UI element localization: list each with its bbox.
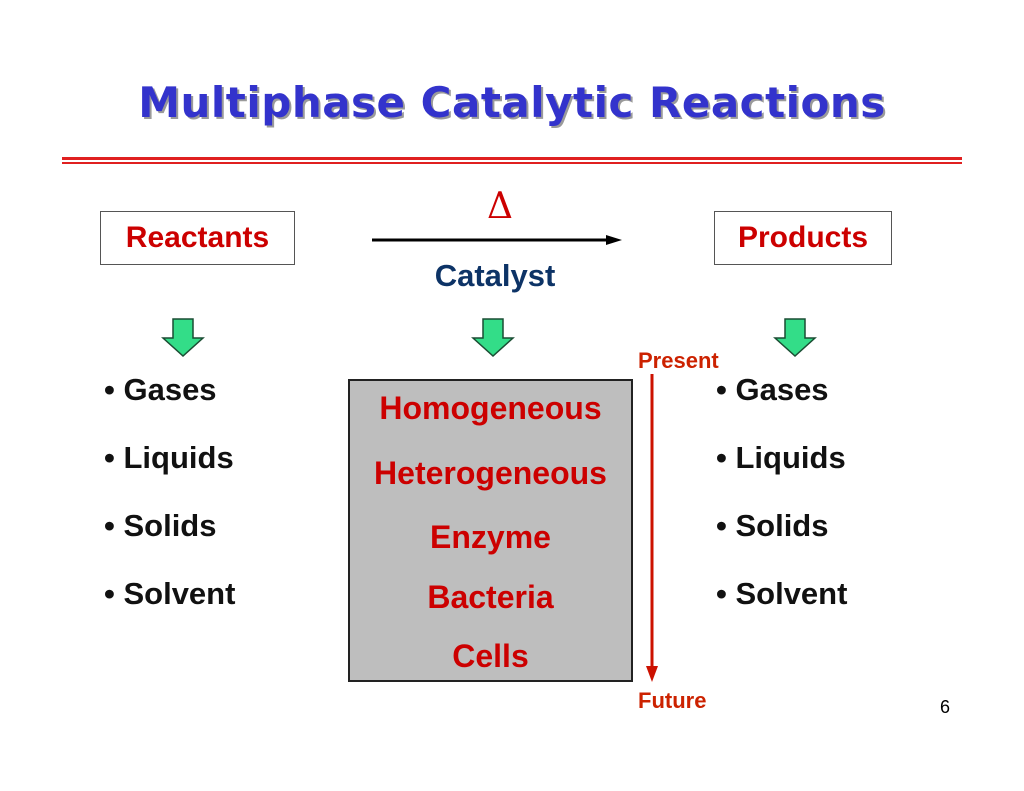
product-phase-list: • Gases • Liquids • Solids • Solvent [716, 373, 847, 645]
page-number: 6 [940, 697, 951, 717]
timeline-arrow-icon [646, 374, 658, 682]
catalyst-type-bacteria: Bacteria [427, 579, 554, 615]
catalyst-label: Catalyst [434, 258, 556, 293]
title-divider-top [62, 157, 962, 160]
list-item: • Solids [104, 508, 217, 543]
green-down-arrow-icon [773, 318, 817, 358]
list-item: • Solvent [716, 576, 848, 611]
catalyst-type-heterogeneous: Heterogeneous [374, 455, 607, 491]
list-item: • Solvent [104, 576, 236, 611]
green-down-arrow-icon [161, 318, 205, 358]
catalyst-type-homogeneous: Homogeneous [379, 390, 602, 426]
list-item: • Liquids [104, 440, 234, 475]
slide-title: Multiphase Catalytic Reactions [138, 78, 886, 127]
timeline-present-label: Present [638, 348, 719, 373]
reactants-box: Reactants [100, 211, 295, 265]
list-item: • Liquids [716, 440, 846, 475]
catalyst-type-enzyme: Enzyme [430, 519, 551, 555]
products-box: Products [714, 211, 892, 265]
reaction-arrow-icon [372, 235, 622, 245]
catalyst-types-box [348, 379, 633, 682]
timeline-future-label: Future [638, 688, 707, 713]
catalyst-type-cells: Cells [452, 638, 529, 674]
delta-symbol: Δ [487, 186, 513, 227]
list-item: • Gases [716, 372, 829, 407]
list-item: • Gases [104, 372, 217, 407]
list-item: • Solids [716, 508, 829, 543]
reactant-phase-list: • Gases • Liquids • Solids • Solvent [104, 373, 235, 645]
title-divider-bottom [62, 162, 962, 164]
green-down-arrow-icon [471, 318, 515, 358]
